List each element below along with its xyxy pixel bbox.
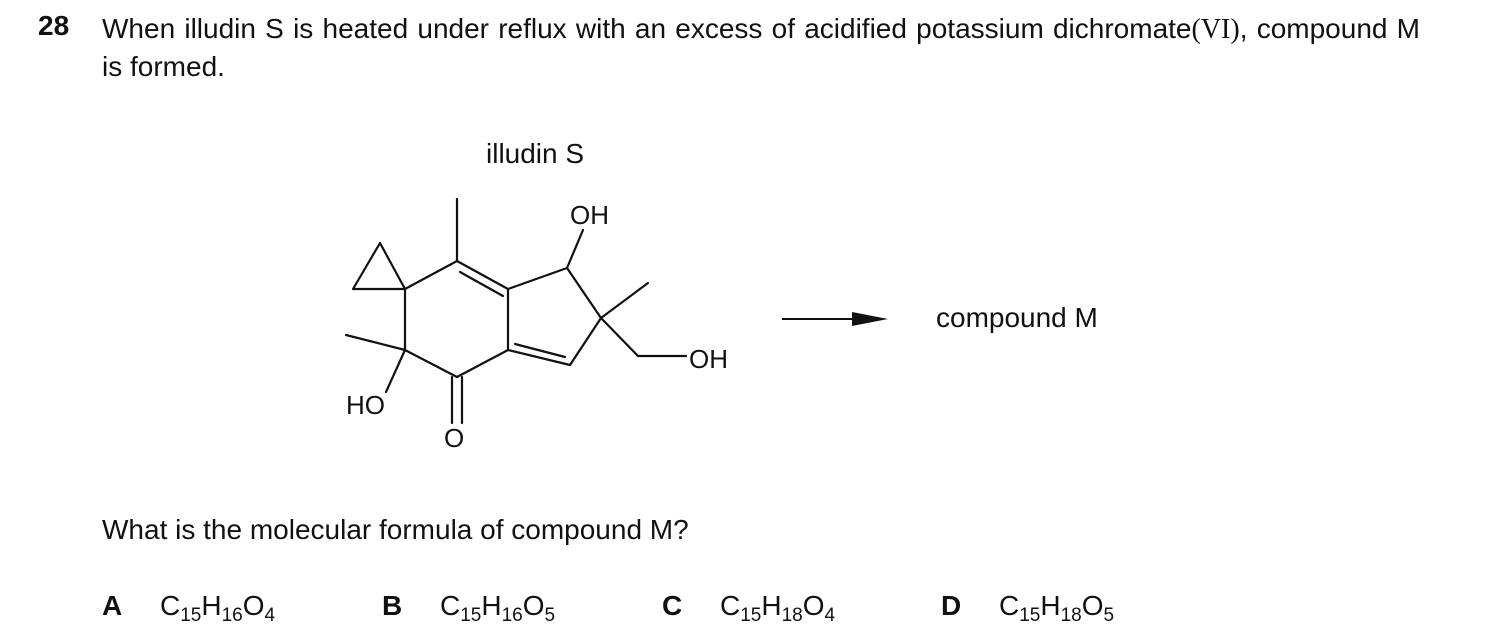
reactant-name: illudin S — [486, 138, 585, 169]
option-formula: C15H18O4 — [720, 590, 836, 626]
oh-side-label: OH — [689, 344, 728, 374]
option-letter: B — [382, 590, 403, 621]
bond-ring-5 — [403, 348, 459, 379]
option-formula: C15H16O5 — [440, 590, 556, 626]
stem-text-end: , compound M is formed. — [102, 13, 1421, 82]
bond-ring-2 — [455, 259, 510, 291]
bond-methyl-left — [344, 333, 407, 352]
stem-oxidation-state: (VI) — [1191, 14, 1240, 45]
option-letter: D — [941, 590, 962, 621]
cyclopropane-ring — [351, 241, 407, 291]
reaction-arrow-head — [852, 312, 888, 326]
bond-ring-2-double — [458, 270, 505, 298]
bond-methyl-right — [599, 281, 650, 320]
bond-oh-top — [565, 228, 585, 270]
option-d[interactable]: D C15H18O5 — [941, 590, 1115, 626]
ho-left-label: HO — [346, 390, 385, 420]
bond-ring-4 — [455, 348, 510, 379]
oh-top-label: OH — [570, 200, 609, 230]
question-prompt: What is the molecular formula of compoun… — [102, 514, 689, 545]
stem-text-main: When illudin S is heated under reflux wi… — [102, 13, 1192, 44]
option-c[interactable]: C C15H18O4 — [662, 590, 836, 626]
option-formula: C15H16O4 — [160, 590, 276, 626]
option-letter: A — [102, 590, 123, 621]
illudin-s-structure: OH OH HO O — [344, 197, 728, 453]
question-stem: When illudin S is heated under reflux wi… — [102, 10, 1420, 85]
question-number: 28 — [38, 10, 70, 41]
ketone-o-label: O — [444, 423, 464, 453]
reaction-arrow-shaft — [782, 318, 854, 320]
bond-five-2 — [565, 266, 603, 320]
option-letter: C — [662, 590, 683, 621]
option-b[interactable]: B C15H16O5 — [382, 590, 556, 626]
bond-ch2-right — [599, 316, 640, 358]
product-name: compound M — [936, 302, 1098, 333]
bond-five-1 — [506, 266, 569, 291]
bond-ho-left — [384, 348, 407, 394]
option-a[interactable]: A C15H16O4 — [102, 590, 276, 626]
bond-five-3 — [568, 316, 603, 367]
option-formula: C15H18O5 — [999, 590, 1115, 626]
bond-five-4-double — [513, 342, 567, 359]
bond-ring-1 — [403, 259, 459, 291]
bond-five-4 — [506, 348, 572, 367]
